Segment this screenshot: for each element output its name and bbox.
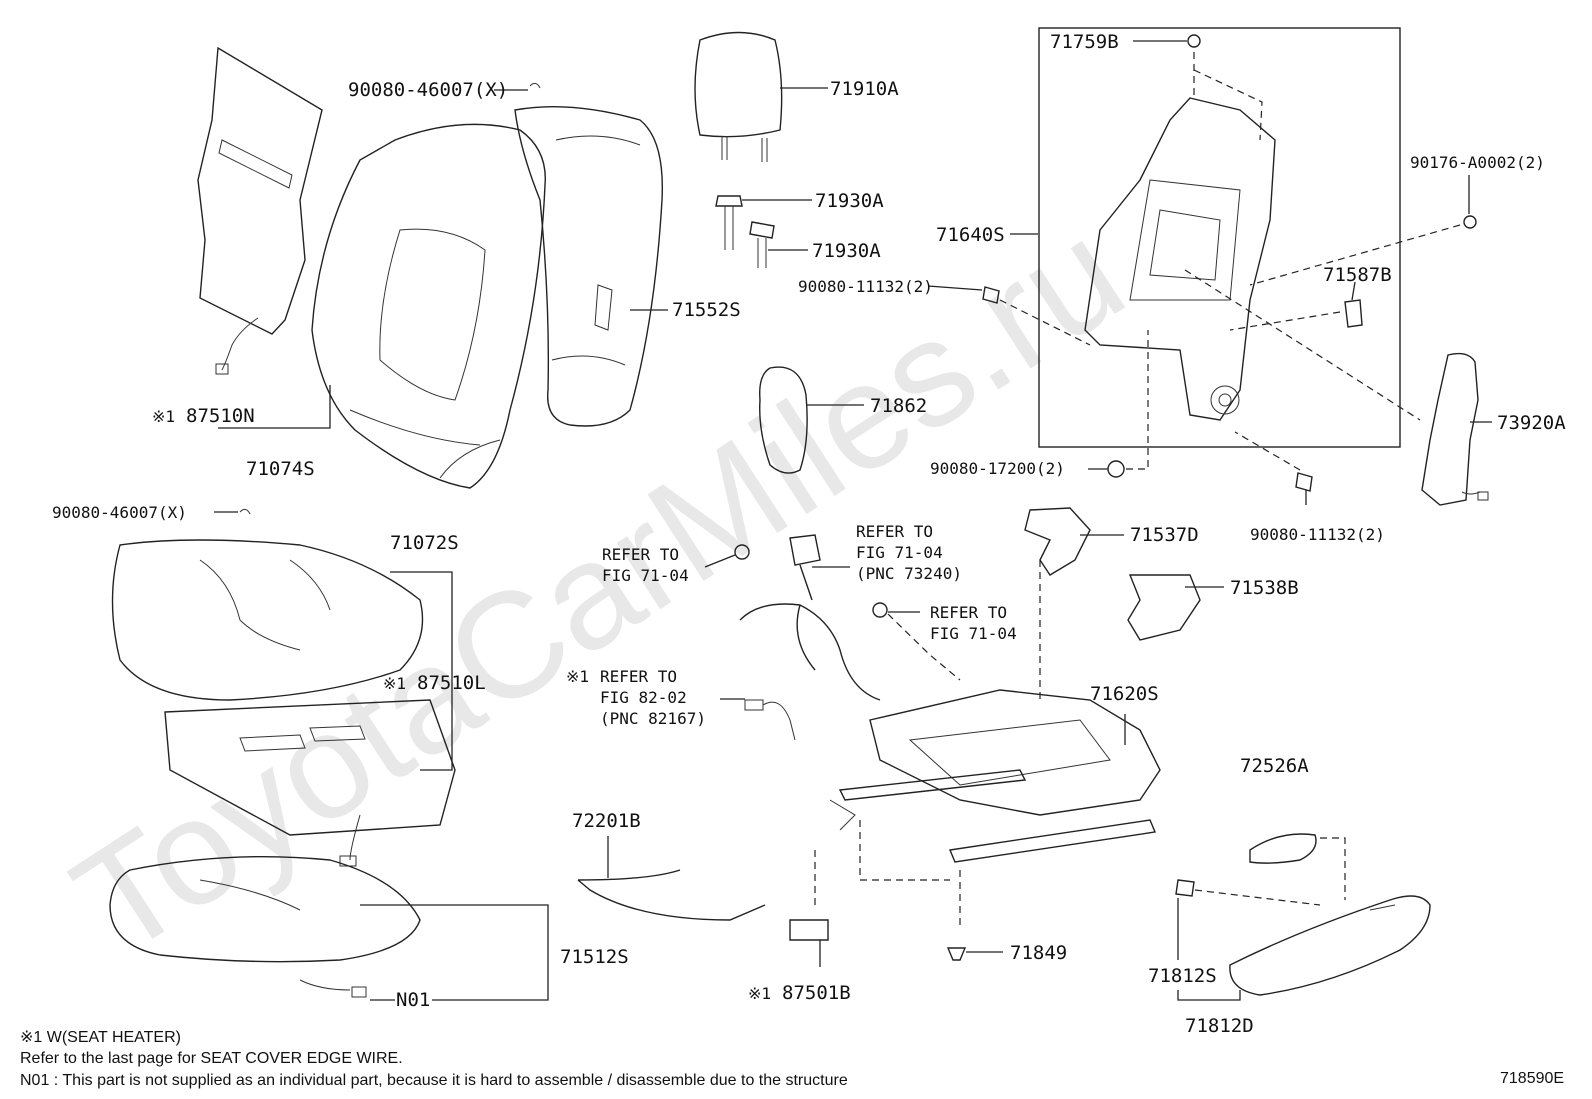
label-71074S: 71074S [246, 458, 315, 480]
seatback-pad-71552S [514, 105, 664, 427]
nut-ref-right [872, 602, 888, 618]
label-90080-46007-mid: 90080-46007(X) [52, 503, 187, 522]
label-87510L: 87510L [417, 672, 486, 694]
label-90176-A0002: 90176-A0002(2) [1410, 153, 1545, 172]
label-71620S: 71620S [1090, 683, 1159, 705]
label-71930A-lower: 71930A [812, 240, 881, 262]
side-shield-71812D [1229, 895, 1431, 996]
seatback-cover-71074S [311, 123, 546, 489]
bolt-90080-11132-right [1295, 472, 1313, 492]
ref4-line2: FIG 82-02 [600, 688, 687, 707]
label-72201B: 72201B [572, 810, 641, 832]
seat-cushion-cover-71072S [111, 539, 424, 701]
clip-90080-46007-top [529, 82, 541, 89]
footnote-n01: N01 : This part is not supplied as an in… [20, 1072, 848, 1089]
knob-72526A [1249, 833, 1317, 864]
label-73920A: 73920A [1497, 412, 1566, 434]
label-87510N: 87510N [186, 405, 255, 427]
label-mark-87510L: ※1 [383, 674, 406, 693]
label-71552S: 71552S [672, 299, 741, 321]
ref4-mark: ※1 [566, 667, 589, 686]
frame-group-box [1038, 27, 1401, 448]
label-71512S: 71512S [560, 946, 629, 968]
footnote-seat-heater: ※1 W(SEAT HEATER) [20, 1029, 181, 1046]
nut-90080-17200 [1107, 460, 1125, 478]
label-71862: 71862 [870, 395, 927, 417]
bracket-71537D [1024, 507, 1091, 576]
bracket-71538B [1127, 574, 1201, 641]
label-87501B: 87501B [782, 982, 851, 1004]
side-cover-73920A [1421, 352, 1489, 506]
seat-cushion-heater-87510L [164, 699, 456, 867]
label-71072S: 71072S [390, 532, 459, 554]
label-71759B: 71759B [1050, 31, 1119, 53]
label-mark-87510N: ※1 [152, 407, 175, 426]
label-71587B: 71587B [1323, 264, 1392, 286]
ref4-line3: (PNC 82167) [600, 709, 706, 728]
bolt-90080-11132-left [982, 286, 1000, 304]
label-71910A: 71910A [830, 78, 899, 100]
label-71640S: 71640S [936, 224, 1005, 246]
label-90080-17200: 90080-17200(2) [930, 459, 1065, 478]
label-72526A: 72526A [1240, 755, 1309, 777]
label-71812S: 71812S [1148, 965, 1217, 987]
nut-90176 [1463, 215, 1477, 229]
label-mark-87501B: ※1 [748, 984, 771, 1003]
clip-90080-46007-mid [239, 508, 251, 515]
seatback-heater-pad-87510N [197, 46, 323, 375]
label-71537D: 71537D [1130, 524, 1199, 546]
nut-ref-left [734, 544, 750, 560]
grommet-71759B [1187, 34, 1201, 48]
ref2-line2: FIG 71-04 [856, 543, 943, 562]
label-90080-11132-right: 90080-11132(2) [1250, 525, 1385, 544]
headrest-support-71930A [715, 195, 775, 268]
ref3-line1: REFER TO [930, 603, 1007, 622]
label-71538B: 71538B [1230, 577, 1299, 599]
ref2-line3: (PNC 73240) [856, 564, 962, 583]
seat-cushion-pad-71512S [109, 855, 421, 998]
label-71812D: 71812D [1185, 1015, 1254, 1037]
label-N01: N01 [396, 989, 430, 1011]
label-90080-11132-left: 90080-11132(2) [798, 277, 933, 296]
seatbelt-buckle [789, 534, 821, 601]
ref3-line2: FIG 71-04 [930, 624, 1017, 643]
connector-87501B [789, 919, 829, 941]
watermark: ToyotaCarMiles.ru [46, 188, 1151, 987]
clip-71849 [946, 947, 967, 961]
ref4-line1: REFER TO [600, 667, 677, 686]
seat-track-assembly-71620S [829, 689, 1161, 863]
screw-71812S [1175, 879, 1195, 897]
label-71849: 71849 [1010, 942, 1067, 964]
side-airbag-71862 [759, 366, 808, 474]
seatback-frame-71640S [1084, 97, 1276, 421]
ref2-line1: REFER TO [856, 522, 933, 541]
footnote-edge-wire: Refer to the last page for SEAT COVER ED… [20, 1050, 403, 1067]
wire-harness [739, 603, 881, 701]
connector-82167 [744, 699, 764, 711]
bracket-71587B [1344, 299, 1363, 328]
label-71930A-upper: 71930A [815, 190, 884, 212]
figure-code: 718590E [1500, 1070, 1564, 1087]
release-cable-72201B [577, 869, 766, 921]
label-90080-46007-top: 90080-46007(X) [348, 79, 508, 101]
ref1-line2: FIG 71-04 [602, 566, 689, 585]
headrest-71910A [694, 31, 783, 162]
ref1-line1: REFER TO [602, 545, 679, 564]
